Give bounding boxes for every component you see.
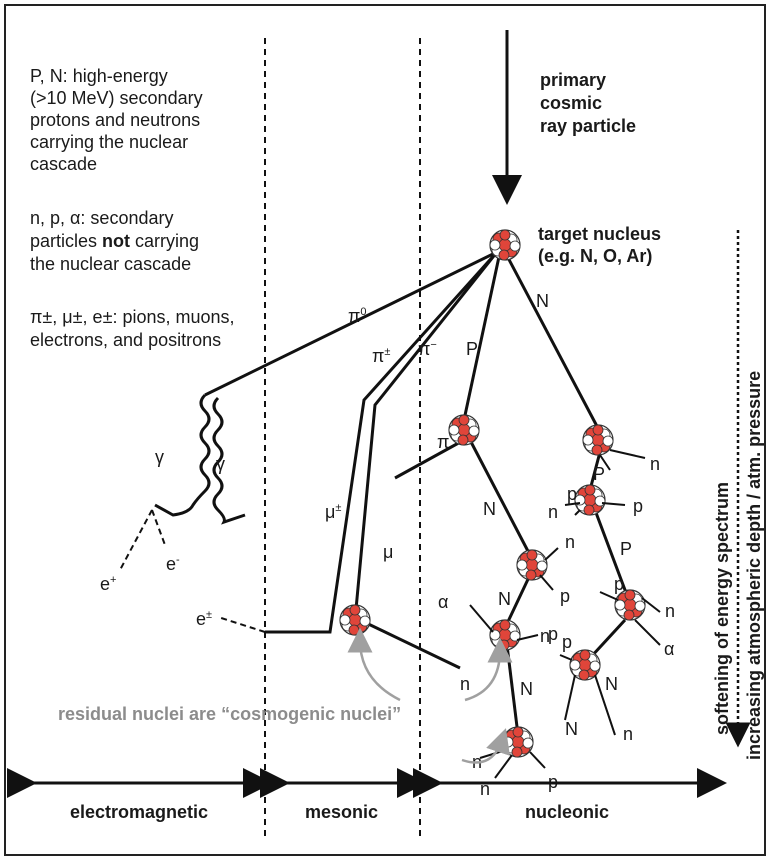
label-P-right2: P	[620, 539, 632, 559]
legend-secondary-2: particles not carrying	[30, 231, 199, 251]
label-n-1: n	[650, 454, 660, 474]
legend: P, N: high-energy (>10 MeV) secondary pr…	[30, 66, 235, 350]
label-pipm: π±	[372, 346, 390, 366]
label-mupm: μ±	[325, 502, 341, 522]
label-p-5: p	[562, 632, 572, 652]
frame	[4, 4, 766, 856]
nucleus-icon	[516, 549, 548, 581]
region-label-electromagnetic: electromagnetic	[70, 802, 208, 822]
label-n-9: n	[460, 674, 470, 694]
label-alpha-1: α	[664, 639, 674, 659]
legend-secondary-3: the nuclear cascade	[30, 254, 191, 274]
target-nucleus-icon	[489, 229, 521, 261]
cascade-lines	[204, 250, 630, 736]
nucleus-icon	[489, 619, 521, 651]
legend-line-4: carrying the nuclear	[30, 132, 188, 152]
legend-line-2: (>10 MeV) secondary	[30, 88, 203, 108]
residual-arrow-1	[347, 627, 401, 702]
legend-line-1: P, N: high-energy	[30, 66, 168, 86]
legend-secondary-1: n, p, α: secondary	[30, 208, 173, 228]
em-cascade	[119, 393, 266, 633]
label-n-3: n	[565, 532, 575, 552]
label-p-4: p	[614, 574, 624, 594]
label-alpha-2: α	[438, 592, 448, 612]
target-label-2: (e.g. N, O, Ar)	[538, 246, 652, 266]
svg-text:ray particle: ray particle	[540, 116, 636, 136]
primary-label: primary cosmic ray particle	[540, 70, 636, 136]
label-pi0: π0	[348, 306, 367, 326]
residual-arrow-3	[461, 728, 510, 764]
label-p-3: p	[560, 586, 570, 606]
label-p-2: p	[633, 496, 643, 516]
legend-line-3: protons and neutrons	[30, 110, 200, 130]
label-N-3: N	[498, 589, 511, 609]
label-epm: e±	[196, 609, 212, 629]
nucleus-icon	[614, 589, 646, 621]
label-P: P	[466, 339, 478, 359]
label-eplus: e+	[100, 574, 116, 594]
svg-text:primary: primary	[540, 70, 606, 90]
region-label-nucleonic: nucleonic	[525, 802, 609, 822]
label-n-4: n	[665, 601, 675, 621]
label-n-6: n	[623, 724, 633, 744]
label-N-5: N	[520, 679, 533, 699]
label-N-6: N	[565, 719, 578, 739]
label-N-right: N	[536, 291, 549, 311]
particle-labels: π0 π± π− P N π N n p P p n n P p p n α N…	[100, 291, 675, 799]
svg-text:cosmic: cosmic	[540, 93, 602, 113]
nucleus-icon	[448, 414, 480, 446]
side-label-2: increasing atmospheric depth / atm. pres…	[744, 371, 764, 760]
label-mu: μ	[383, 542, 393, 562]
label-N-mid: N	[483, 499, 496, 519]
label-n-5: n	[540, 626, 550, 646]
legend-meson-2: electrons, and positrons	[30, 330, 221, 350]
label-pi: π	[437, 432, 449, 452]
label-p-7: p	[548, 624, 558, 644]
label-P-right: P	[593, 464, 605, 484]
side-label-1: softening of energy spectrum	[712, 482, 732, 735]
label-n-2: n	[548, 502, 558, 522]
label-pim: π−	[418, 339, 437, 359]
region-label-mesonic: mesonic	[305, 802, 378, 822]
label-N-4: N	[605, 674, 618, 694]
nucleus-icon	[582, 424, 614, 456]
label-gamma-1: γ	[155, 447, 164, 467]
target-label-1: target nucleus	[538, 224, 661, 244]
label-p-1: p	[567, 484, 577, 504]
residual-nuclei-note: residual nuclei are “cosmogenic nuclei”	[58, 704, 401, 724]
label-eminus: e-	[166, 554, 180, 574]
nucleus-icon	[339, 604, 371, 636]
legend-meson-1: π±, μ±, e±: pions, muons,	[30, 307, 235, 327]
label-gamma-2: γ	[216, 454, 225, 474]
residual-arrow-2	[464, 637, 513, 702]
legend-line-5: cascade	[30, 154, 97, 174]
nuclei	[339, 229, 646, 758]
nucleus-icon	[502, 726, 534, 758]
